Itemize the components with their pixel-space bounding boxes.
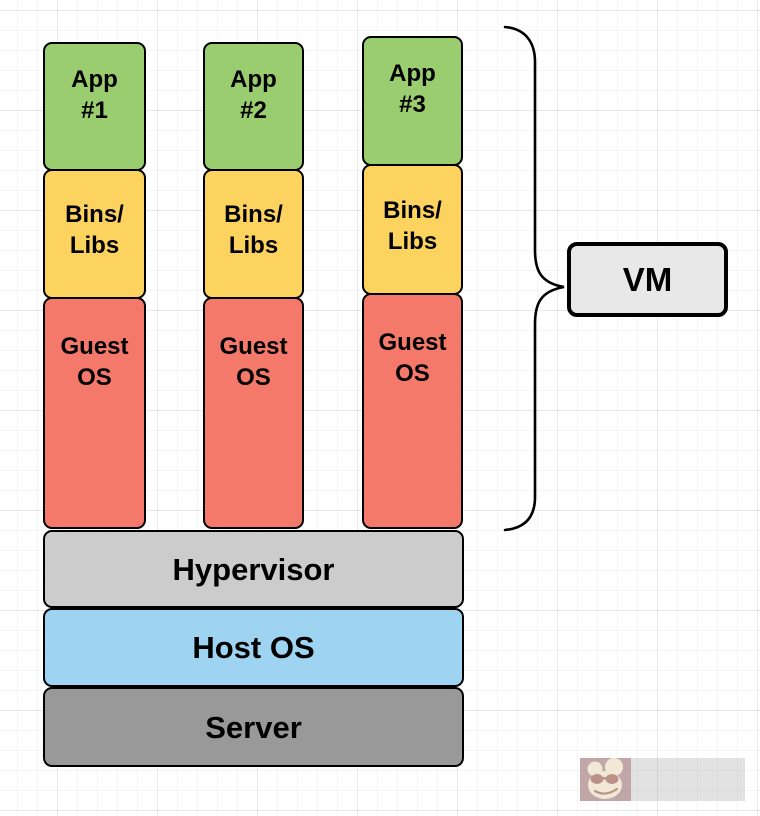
vm-label-box: VM: [567, 242, 728, 317]
guest-os3-box: Guest OS: [362, 293, 463, 529]
gliffy-watermark: [580, 758, 745, 801]
bins-libs3-box: Bins/ Libs: [362, 164, 463, 295]
host-os-layer: Host OS: [43, 608, 464, 687]
bins-libs1-box: Bins/ Libs: [43, 169, 146, 299]
app3-box: App #3: [362, 36, 463, 166]
monkey-logo-icon: [580, 758, 631, 801]
bins-libs2-box: Bins/ Libs: [203, 169, 304, 299]
app1-box: App #1: [43, 42, 146, 171]
guest-os1-box: Guest OS: [43, 297, 146, 529]
hypervisor-layer: Hypervisor: [43, 530, 464, 608]
app2-box: App #2: [203, 42, 304, 171]
server-layer: Server: [43, 687, 464, 767]
guest-os2-box: Guest OS: [203, 297, 304, 529]
